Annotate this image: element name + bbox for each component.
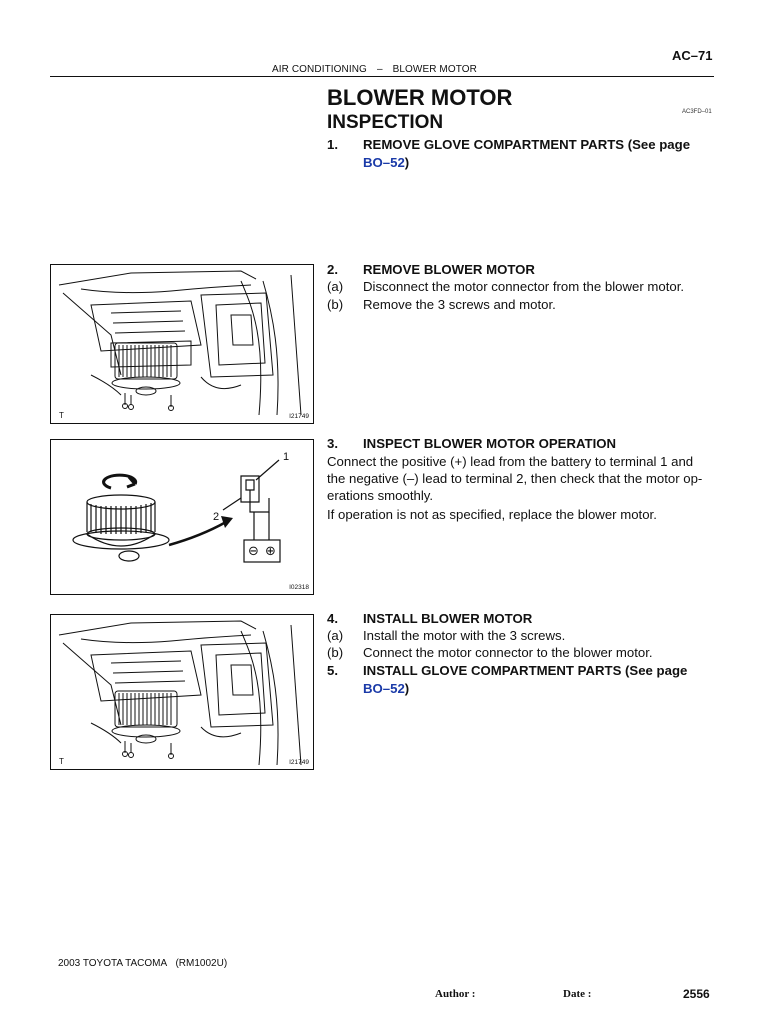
page-title: BLOWER MOTOR	[327, 85, 513, 110]
terminal-2-label: 2	[213, 511, 220, 523]
step-1-number: 1.	[327, 137, 338, 152]
step-1-close: )	[404, 155, 410, 170]
step-4b-text: Connect the motor connector to the blowe…	[363, 645, 653, 660]
header-rule	[50, 76, 714, 77]
footer-date-label: Date :	[563, 988, 592, 1000]
figure-2-code: I02318	[289, 584, 309, 591]
doc-id: AC3FD–01	[682, 109, 712, 115]
step-1-page-link[interactable]: BO–52	[363, 155, 405, 170]
blower-install-illustration	[58, 620, 302, 766]
footer-author-label: Author :	[435, 988, 476, 1000]
step-4-number: 4.	[327, 611, 338, 626]
step-5-title: INSTALL GLOVE COMPARTMENT PARTS (See pag…	[363, 663, 688, 678]
footer-model: 2003 TOYOTA TACOMA (RM1002U)	[58, 958, 227, 969]
header-separator: –	[376, 64, 383, 75]
step-3-number: 3.	[327, 436, 338, 451]
step-3-line-4: If operation is not as specified, replac…	[327, 507, 657, 522]
step-5-page-link[interactable]: BO–52	[363, 681, 405, 696]
figure-3-code: I21749	[289, 759, 309, 766]
page-code: AC–71	[672, 48, 713, 63]
running-header: AIR CONDITIONING–BLOWER MOTOR	[272, 64, 487, 75]
battery-negative: ⊖	[248, 543, 259, 558]
step-3-line-2: the negative (–) lead to terminal 2, the…	[327, 471, 703, 486]
step-4a-text: Install the motor with the 3 screws.	[363, 628, 566, 643]
step-2b-text: Remove the 3 screws and motor.	[363, 297, 556, 312]
page-subtitle: INSPECTION	[327, 112, 444, 133]
footer-model-name: 2003 TOYOTA TACOMA	[58, 958, 168, 969]
step-2-title: REMOVE BLOWER MOTOR	[363, 262, 535, 277]
terminal-1-label: 1	[283, 451, 290, 463]
step-3-line-1: Connect the positive (+) lead from the b…	[327, 454, 694, 469]
step-2a-text: Disconnect the motor connector from the …	[363, 279, 685, 294]
step-1-title: REMOVE GLOVE COMPARTMENT PARTS (See page	[363, 137, 691, 152]
step-5-number: 5.	[327, 663, 338, 678]
figure-motor-test: 1 2 ⊖ ⊕ I02318	[50, 439, 314, 595]
figure-3-mark: T	[59, 757, 64, 766]
step-4b-label: (b)	[327, 645, 344, 660]
step-5-close: )	[404, 681, 410, 696]
figure-1-code: I21749	[289, 413, 309, 420]
step-3-title: INSPECT BLOWER MOTOR OPERATION	[363, 436, 617, 451]
step-2b-label: (b)	[327, 297, 344, 312]
figure-1-mark: T	[59, 411, 64, 420]
step-5-ref: BO–52)	[363, 680, 409, 697]
header-section: AIR CONDITIONING	[272, 64, 367, 75]
header-subsection: BLOWER MOTOR	[392, 64, 477, 75]
step-2-number: 2.	[327, 262, 338, 277]
footer-page-number: 2556	[683, 987, 710, 1001]
step-2a-label: (a)	[327, 279, 344, 294]
step-3-line-3: erations smoothly.	[327, 488, 434, 503]
step-1-ref: BO–52)	[363, 154, 409, 171]
step-4-title: INSTALL BLOWER MOTOR	[363, 611, 533, 626]
blower-removal-illustration	[58, 270, 302, 416]
motor-test-illustration	[72, 459, 281, 563]
battery-positive: ⊕	[265, 543, 276, 558]
figure-blower-install: T I21749	[50, 614, 314, 770]
footer-manual-code: (RM1002U)	[175, 958, 228, 969]
step-4a-label: (a)	[327, 628, 344, 643]
figure-blower-removal: T I21749	[50, 264, 314, 424]
